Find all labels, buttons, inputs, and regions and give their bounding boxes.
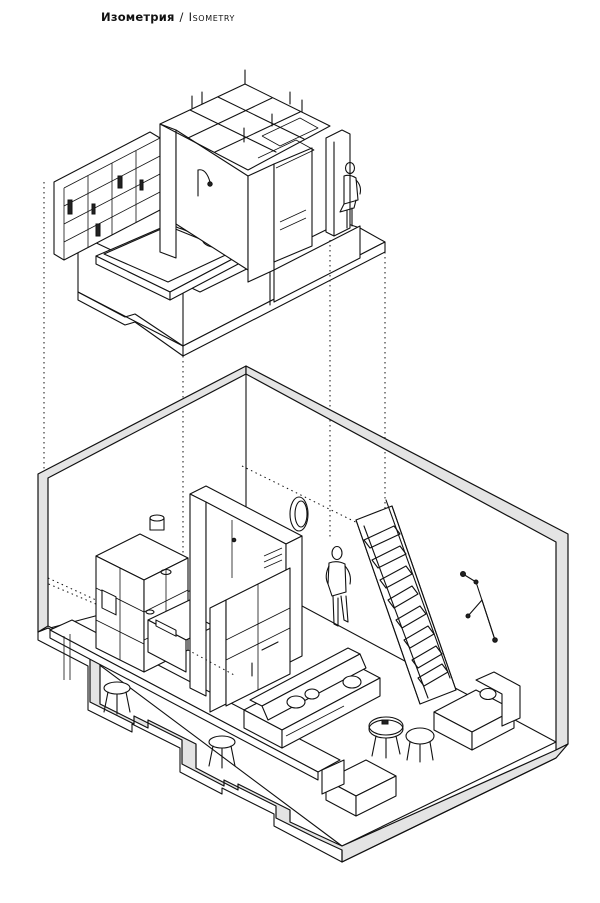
mezzanine-person-figure [339,161,362,229]
side-table [405,727,435,763]
bedroom-partition [159,123,177,259]
caption-separator: / [179,10,184,24]
stair-treads [363,525,449,687]
mezzanine-level [53,69,386,357]
coffee-table [368,716,404,759]
drawing-caption: Изометрия / Isometry [101,10,235,24]
wardrobe-doors [225,584,291,690]
sofa-cushion [342,675,362,689]
mezzanine-guard-panel [273,225,361,303]
mezzanine-shelves [257,117,319,169]
person-figure [325,545,351,627]
staircase [355,499,457,705]
sofa-cushion [286,695,306,709]
caption-title-ru: Изометрия [101,10,175,24]
round-mirror [289,496,309,532]
mezzanine-wardrobe [247,163,275,283]
armchair-front [321,759,397,817]
bathroom-block-left [189,493,207,697]
ceiling-grid [159,69,331,171]
bookshelf-items [67,175,144,237]
sofa-cushion [304,688,320,700]
mezzanine-wardrobe-front [273,147,313,263]
bar-stool [208,735,236,769]
armchair [433,671,521,751]
bar-stool [103,681,131,715]
bookshelf-cells [63,137,161,260]
window-bench-front [49,629,319,781]
sofa [243,647,381,749]
mezzanine-column [325,129,351,237]
towel-rack [263,547,283,569]
built-in-oven [101,589,117,616]
wardrobe-side [209,599,227,713]
apartment-level [37,365,569,863]
caption-title-en: Isometry [188,10,235,24]
wall-art-constellation [460,571,498,643]
